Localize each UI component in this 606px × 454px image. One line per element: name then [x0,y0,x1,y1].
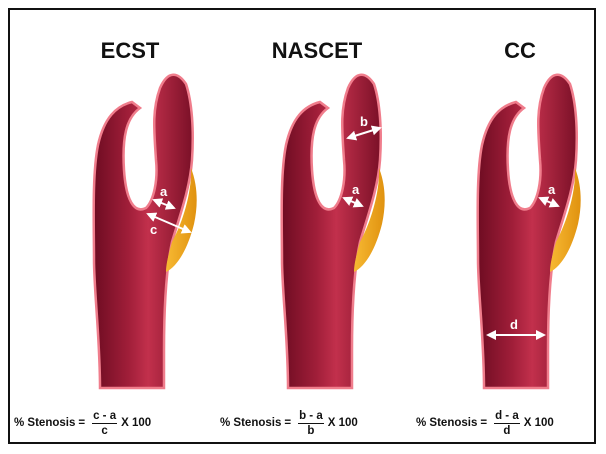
vessel-nascet: b a [282,75,385,388]
formula-fraction: b - a b [298,410,324,437]
vessel-cc: a d [478,75,581,388]
panel-title-ecst: ECST [101,38,160,63]
formula-prefix: % Stenosis [416,417,477,429]
panel-title-nascet: NASCET [272,38,363,63]
label-a-nascet: a [352,182,360,197]
label-a-cc: a [548,182,556,197]
panel-title-cc: CC [504,38,536,63]
formula-denominator: c [101,424,107,437]
formula-multiplier: X 100 [121,417,151,429]
formula-prefix: % Stenosis [220,417,281,429]
formula-numerator: c - a [92,410,117,424]
formula-equals: = [78,417,85,429]
formula-multiplier: X 100 [524,417,554,429]
label-c-ecst: c [150,222,157,237]
figure-frame: ECST NASCET CC a c b a a d % Stenosis = … [8,8,596,444]
formula-denominator: d [503,424,510,437]
formula-fraction: d - a d [494,410,520,437]
label-a-ecst: a [160,184,168,199]
label-b-nascet: b [360,114,368,129]
formula-prefix: % Stenosis [14,417,75,429]
formula-equals: = [284,417,291,429]
formula-denominator: b [307,424,314,437]
formula-multiplier: X 100 [328,417,358,429]
formula-equals: = [480,417,487,429]
formula-ecst: % Stenosis = c - a c X 100 [14,408,151,438]
formula-cc: % Stenosis = d - a d X 100 [416,408,554,438]
vessel-ecst: a c [94,75,197,388]
label-d-cc: d [510,317,518,332]
formula-numerator: d - a [494,410,520,424]
formula-fraction: c - a c [92,410,117,437]
formula-numerator: b - a [298,410,324,424]
stenosis-diagram: ECST NASCET CC a c b a a d [10,10,596,444]
formula-nascet: % Stenosis = b - a b X 100 [220,408,358,438]
